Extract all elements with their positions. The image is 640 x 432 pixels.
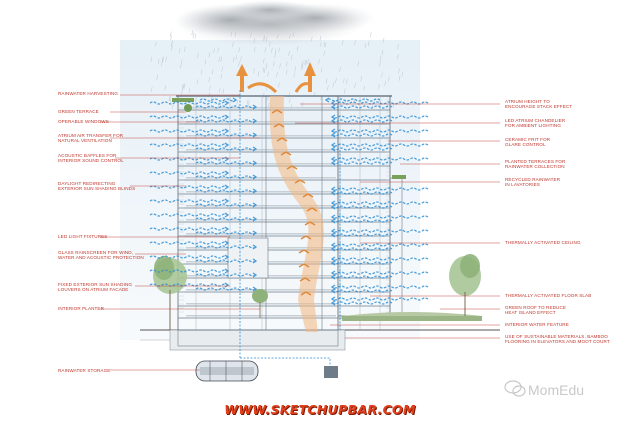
- atrium-airflow: [236, 62, 324, 332]
- sky-backdrop: [120, 40, 420, 340]
- label-daylight-redirecting: DAYLIGHT REDIRECTING EXTERIOR SUN SHADIN…: [58, 181, 136, 192]
- rainwater-system: [195, 90, 341, 382]
- label-operable-windows: OPERABLE WINDOWS: [58, 119, 109, 124]
- label-led-light-fixtures: LED LIGHT FIXTURES: [58, 234, 108, 239]
- interior-plant: [252, 289, 268, 318]
- label-green-roof: GREEN ROOF TO REDUCE HEAT ISLAND EFFECT: [505, 305, 567, 316]
- footer-url: WWW.SKETCHUPBAR.COM: [224, 402, 416, 417]
- label-green-terrace: GREEN TERRACE: [58, 109, 99, 114]
- label-acoustic-baffles: ACOUSTIC BAFFLES FOR INTERIOR SOUND CONT…: [58, 153, 124, 164]
- rain-cloud: [175, 0, 375, 46]
- label-rainwater-storage: RAINWATER STORAGE: [58, 368, 111, 373]
- label-planted-terraces: PLANTED TERRACES FOR RAINWATER COLLECTIO…: [505, 159, 566, 170]
- air-flow-arrows: [149, 97, 429, 306]
- label-rainwater-harvesting: RAINWATER HARVESTING: [58, 91, 119, 96]
- label-led-chandelier: LED ATRIUM CHANDELIER FOR AMBIENT LIGHTI…: [505, 118, 566, 129]
- rain-streaks: [150, 30, 404, 110]
- label-thermally-activated-ceiling: THERMALLY ACTIVATED CEILING: [505, 240, 581, 245]
- ground: [140, 329, 500, 351]
- green-terraces: [172, 98, 482, 321]
- label-atrium-air-transfer: ATRIUM AIR TRANSFER FOR NATURAL VENTILAT…: [58, 133, 124, 144]
- exhaust-arrows: [236, 62, 316, 94]
- leader-lines: [100, 94, 500, 371]
- label-glass-rainscreen: GLASS RAINSCREEN FOR WIND, WATER AND ACO…: [58, 250, 144, 261]
- trees: [153, 254, 481, 330]
- label-interior-planter: INTERIOR PLANTER: [58, 306, 105, 311]
- watermark-text: MomEdu: [528, 382, 585, 398]
- label-atrium-height: ATRIUM HEIGHT TO ENCOURAGE STACK EFFECT: [505, 99, 573, 110]
- label-sustainable-materials: USE OF SUSTAINABLE MATERIALS, BAMBOO FLO…: [505, 334, 610, 345]
- label-ceramic-frit: CERAMIC FRIT FOR GLARE CONTROL: [505, 137, 551, 148]
- tree-right: [449, 254, 481, 316]
- rainwater-storage-tank: [195, 360, 259, 382]
- wechat-icon: [504, 380, 526, 397]
- label-interior-water-feature: INTERIOR WATER FEATURE: [505, 322, 569, 327]
- label-fixed-sun-shading: FIXED EXTERIOR SUN SHADING LOUVERS ON AT…: [58, 282, 133, 293]
- label-recycled-rainwater: RECYCLED RAINWATER IN LAVATORIES: [505, 177, 561, 188]
- label-thermally-activated-floor: THERMALLY ACTIVATED FLOOR SLAB: [505, 293, 592, 298]
